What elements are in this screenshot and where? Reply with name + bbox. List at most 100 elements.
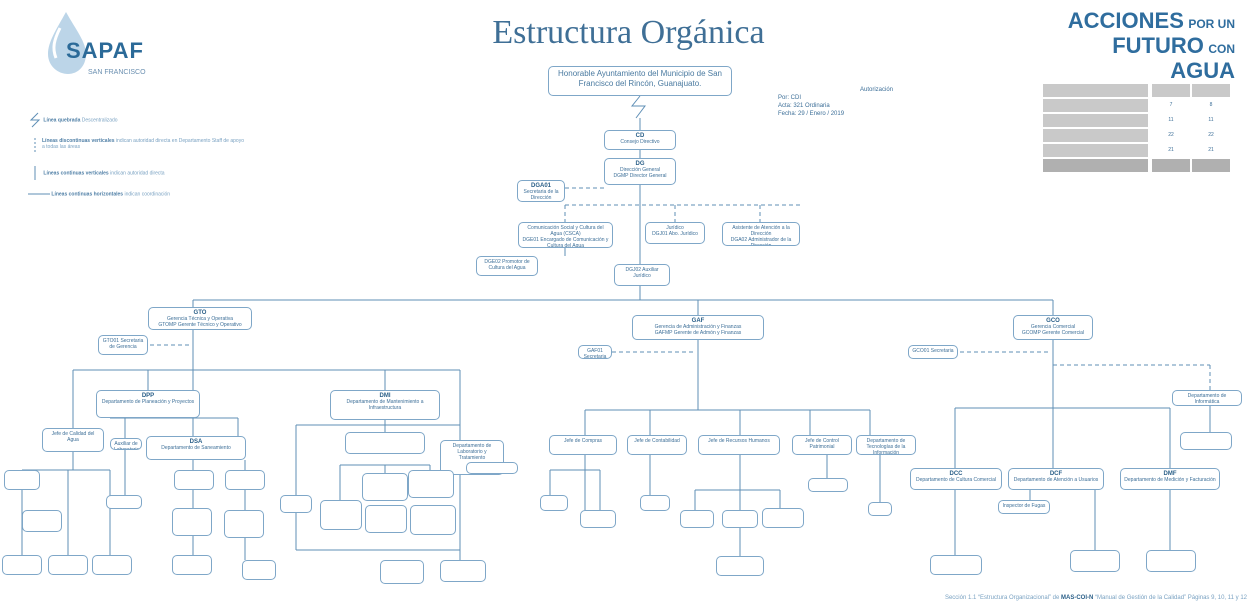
box-org-unit — [808, 478, 848, 492]
box-jefe-contabilidad: Jefe de Contabilidad — [627, 435, 687, 455]
box-org-unit — [868, 502, 892, 516]
box-org-unit — [2, 555, 42, 575]
legend-name: Líneas continuas horizontales — [51, 191, 124, 198]
box-jefe-control-patrimonial: Jefe de Control Patrimonial — [792, 435, 852, 455]
box-org-unit — [762, 508, 804, 528]
box-org-unit — [410, 505, 456, 535]
slogan-word: POR UN — [1188, 17, 1235, 31]
box-secretaria-gco: GCO01 Secretaria — [908, 345, 958, 359]
box-honorable-ayuntamiento: Honorable Ayuntamiento del Municipio de … — [548, 66, 732, 96]
table-cell: 22 — [1168, 132, 1174, 138]
box-org-unit — [722, 510, 758, 528]
box-auxiliar-lab: Auxiliar de Laboratorio — [110, 438, 142, 450]
box-depto-tecnologias: Departamento de Tecnologías de la Inform… — [856, 435, 916, 455]
box-org-unit — [930, 555, 982, 575]
authorization-line: Acta: 321 Ordinaria — [778, 103, 830, 109]
box-org-unit — [345, 432, 425, 454]
table-cell: 11 — [1168, 117, 1174, 123]
box-org-unit — [716, 556, 764, 576]
legend-name: Línea quebrada — [43, 117, 81, 124]
slogan-word: FUTURO — [1112, 33, 1204, 58]
logo-text: SAPAF — [66, 38, 144, 63]
box-org-unit — [92, 555, 132, 575]
box-jefe-compras: Jefe de Compras — [549, 435, 617, 455]
vertical-line-icon — [34, 166, 36, 180]
legend-item: Línea quebrada Descentralizado — [28, 112, 118, 128]
box-org-unit — [48, 555, 88, 575]
box-org-unit — [440, 560, 486, 582]
box-org-unit — [225, 470, 265, 490]
table-cell: 21 — [1208, 147, 1214, 153]
box-org-unit — [408, 470, 454, 498]
slogan-word: CON — [1208, 42, 1235, 56]
box-secretaria-gto: GTO01 Secretaria de Gerencia — [98, 335, 148, 355]
box-inspector-fugas: Inspector de Fugas — [998, 500, 1050, 514]
box-org-unit — [4, 470, 40, 490]
legend-desc: Descentralizado — [81, 117, 118, 124]
legend-desc: indican autoridad directa en Departament… — [42, 138, 244, 150]
table-row — [1043, 84, 1233, 97]
table-row: 11 11 — [1043, 114, 1233, 127]
legend-item: Líneas continuas verticales indican auto… — [28, 166, 165, 180]
box-jefe-recursos-humanos: Jefe de Recursos Humanos — [698, 435, 780, 455]
box-auxiliar-juridico: DGJ02 Auxiliar Jurídico — [614, 264, 670, 286]
dashed-line-icon — [34, 138, 36, 154]
box-org-unit — [640, 495, 670, 511]
zigzag-line-icon — [29, 112, 41, 128]
table-cell: 7 — [1169, 102, 1173, 108]
table-cell: 8 — [1209, 102, 1213, 108]
authorization-line: Fecha: 29 / Enero / 2019 — [778, 111, 845, 117]
authorization-block: Autorización Por: CDI Acta: 321 Ordinari… — [778, 87, 893, 118]
box-org-unit — [540, 495, 568, 511]
box-org-unit — [1146, 550, 1196, 572]
legend-desc: indican coordinación — [124, 191, 171, 198]
slogan-word: AGUA — [1170, 58, 1235, 83]
box-promotor-cultura: DGE02 Promotor de Cultura del Agua — [476, 256, 538, 276]
table-cell: 21 — [1168, 147, 1174, 153]
legend-desc: indican autoridad directa — [110, 170, 165, 177]
box-org-unit — [172, 508, 212, 536]
slogan: ACCIONES POR UN FUTURO CON AGUA — [1055, 10, 1235, 85]
table-cell: 11 — [1208, 117, 1214, 123]
table-row: 21 21 — [1043, 144, 1233, 157]
box-org-unit — [242, 560, 276, 580]
box-org-unit — [466, 462, 518, 474]
logo-subtext: SAN FRANCISCO — [88, 69, 146, 76]
water-drop-icon — [48, 12, 86, 74]
box-secretaria-gaf: GAF01 Secretaria — [578, 345, 612, 359]
box-comunicacion-social: Comunicación Social y Cultura del Agua (… — [518, 222, 613, 248]
box-org-unit — [1180, 432, 1232, 450]
box-org-unit — [362, 473, 408, 501]
box-org-unit — [224, 510, 264, 538]
box-org-unit — [1070, 550, 1120, 572]
box-org-unit — [320, 500, 362, 530]
box-org-unit — [106, 495, 142, 509]
footer-note: Sección 1.1 “Estructura Organizacional” … — [944, 595, 1247, 601]
legend-item: Líneas continuas horizontales indican co… — [28, 191, 170, 197]
authorization-heading: Autorización — [860, 87, 894, 93]
box-org-unit — [380, 560, 424, 584]
legend-name: Líneas continuas verticales — [43, 170, 109, 177]
legend-item: Líneas discontinuas verticales indican a… — [28, 138, 248, 154]
sapaf-logo: SAPAF SAN FRANCISCO — [28, 8, 178, 78]
box-org-unit — [680, 510, 714, 528]
box-org-unit — [172, 555, 212, 575]
slogan-word: ACCIONES — [1067, 8, 1184, 33]
